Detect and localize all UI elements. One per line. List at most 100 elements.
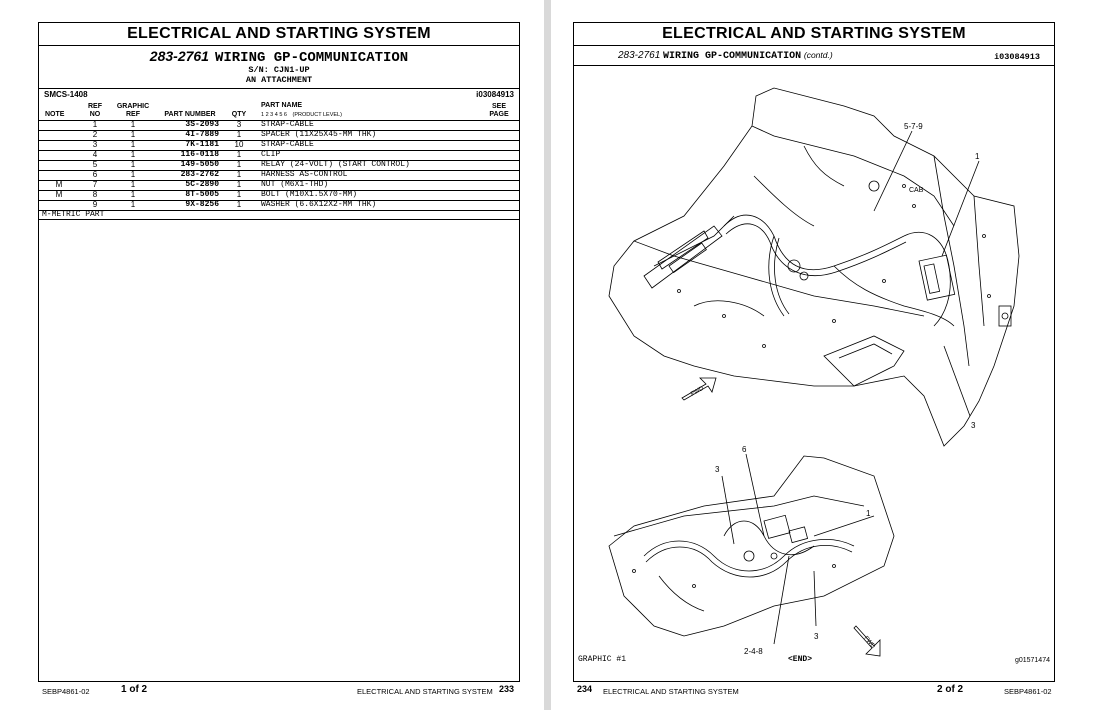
section-title-right: ELECTRICAL AND STARTING SYSTEM <box>662 25 966 42</box>
cell-graphic: 1 <box>130 180 136 189</box>
cell-part: 7K-1181 <box>185 140 219 149</box>
right-footer-page-of: 2 of 2 <box>937 684 964 695</box>
callout-1-upper: 1 <box>975 152 980 161</box>
left-footer-section: ELECTRICAL AND STARTING SYSTEM <box>357 687 493 696</box>
group-title: 283-2761 WIRING GP-COMMUNICATION <box>39 48 519 66</box>
section-title: ELECTRICAL AND STARTING SYSTEM <box>127 25 431 42</box>
right-page-frame: ELECTRICAL AND STARTING SYSTEM 283-2761 … <box>573 22 1055 682</box>
cell-name: SPACER (11X25X45-MM THK) <box>261 130 377 139</box>
cell-ref: 7 <box>92 180 98 189</box>
cell-note: M <box>55 190 63 199</box>
left-footer-doc: SEBP4861-02 <box>42 687 90 696</box>
right-footer-page-num: 234 <box>577 684 593 694</box>
callout-3-lower-left: 3 <box>715 465 720 474</box>
callout-3-upper: 3 <box>971 421 976 430</box>
group-number: 283-2761 <box>149 48 209 64</box>
col-part-number: PART NUMBER <box>164 111 216 118</box>
group-name-right: WIRING GP-COMMUNICATION <box>663 51 802 62</box>
cell-name: STRAP-CABLE <box>261 120 314 129</box>
cell-part: 149-5050 <box>180 160 219 169</box>
cell-ref: 5 <box>92 160 98 169</box>
cell-qty: 1 <box>236 180 242 189</box>
right-footer-doc: SEBP4861-02 <box>1004 687 1052 696</box>
cell-qty: 1 <box>236 200 242 209</box>
illustration-id: i03084913 <box>476 90 514 99</box>
cell-name: STRAP-CABLE <box>261 140 314 149</box>
cell-name: NUT (M6X1-THD) <box>261 180 329 189</box>
cell-note: M <box>55 180 63 189</box>
table-row: 3 1 7K-1181 10 STRAP-CABLE <box>39 140 519 151</box>
callout-2-4-8: 2-4-8 <box>744 647 763 656</box>
graphic-label: GRAPHIC #1 <box>578 655 627 664</box>
cell-part: 3S-2093 <box>185 120 219 129</box>
cell-name: RELAY (24-VOLT) (START CONTROL) <box>261 160 410 169</box>
illustration-id-right: i03084913 <box>994 52 1040 62</box>
group-number-right: 283-2761 <box>618 50 661 61</box>
cell-name: BOLT (M10X1.5X70-MM) <box>261 190 358 199</box>
left-footer-page-num: 233 <box>499 684 515 694</box>
cell-name: HARNESS AS-CONTROL <box>261 170 348 179</box>
col-note: NOTE <box>45 111 65 118</box>
callout-cab: CAB <box>909 187 924 194</box>
cell-graphic: 1 <box>130 170 136 179</box>
cell-qty: 10 <box>234 140 244 149</box>
col-part-name: PART NAME <box>261 102 303 109</box>
cell-graphic: 1 <box>130 140 136 149</box>
table-row: 5 1 149-5050 1 RELAY (24-VOLT) (START CONTRO… <box>39 160 519 171</box>
cell-graphic: 1 <box>130 200 136 209</box>
group-title-right: 283-2761 WIRING GP-COMMUNICATION (contd.… <box>618 50 833 62</box>
col-see-2: PAGE <box>489 111 509 118</box>
cell-part: 8T-5005 <box>185 190 219 199</box>
cell-part: 5C-2890 <box>185 180 219 189</box>
wiring-illustration: 5-7-9 1 CAB 3 FWD 6 3 1 2-4-8 3 FWD <box>608 87 1020 657</box>
right-footer-section: ELECTRICAL AND STARTING SYSTEM <box>603 687 739 696</box>
fwd-label-upper: FWD <box>690 385 705 397</box>
arrangement: AN ATTACHMENT <box>245 75 313 85</box>
cell-part: 116-0118 <box>180 150 219 159</box>
cell-graphic: 1 <box>130 130 136 139</box>
cell-qty: 1 <box>236 150 242 159</box>
table-row: 4 1 116-0118 1 CLIP <box>39 150 519 161</box>
cell-ref: 1 <box>92 120 98 129</box>
cell-graphic: 1 <box>130 120 136 129</box>
contd-label: (contd.) <box>803 50 833 60</box>
right-page: ELECTRICAL AND STARTING SYSTEM 283-2761 … <box>551 0 1095 710</box>
cell-qty: 1 <box>236 170 242 179</box>
cell-name: CLIP <box>261 150 281 159</box>
cell-name: WASHER (6.6X12X2-MM THK) <box>261 200 377 209</box>
fwd-label-lower: FWD <box>862 635 876 650</box>
end-label: <END> <box>788 655 813 664</box>
callout-5-7-9: 5-7-9 <box>904 122 923 131</box>
col-ref-1: REF <box>88 103 102 110</box>
cell-ref: 9 <box>92 200 98 209</box>
cell-qty: 1 <box>236 190 242 199</box>
cell-graphic: 1 <box>130 190 136 199</box>
smcs-code: SMCS-1408 <box>44 90 88 99</box>
callout-1-lower: 1 <box>866 509 871 518</box>
cell-ref: 2 <box>92 130 98 139</box>
col-see-1: SEE <box>491 103 506 110</box>
col-levels: 1 2 3 4 5 6 (PRODUCT LEVEL) <box>261 112 342 118</box>
cell-part: 283-2762 <box>180 170 219 179</box>
col-qty: QTY <box>231 111 247 118</box>
cell-qty: 1 <box>236 160 242 169</box>
cell-qty: 1 <box>236 130 242 139</box>
left-footer-page-of: 1 of 2 <box>121 684 148 695</box>
graphic-id: g01571474 <box>1014 657 1050 664</box>
cell-graphic: 1 <box>130 160 136 169</box>
col-graphic-1: GRAPHIC <box>116 103 150 110</box>
levels-label: 1 2 3 4 5 6 <box>261 112 287 118</box>
cell-ref: 4 <box>92 150 98 159</box>
cell-graphic: 1 <box>130 150 136 159</box>
cell-ref: 3 <box>92 140 98 149</box>
product-level-label: (PRODUCT LEVEL) <box>292 112 342 118</box>
group-name: WIRING GP-COMMUNICATION <box>214 50 409 66</box>
col-graphic-2: REF <box>126 111 140 118</box>
